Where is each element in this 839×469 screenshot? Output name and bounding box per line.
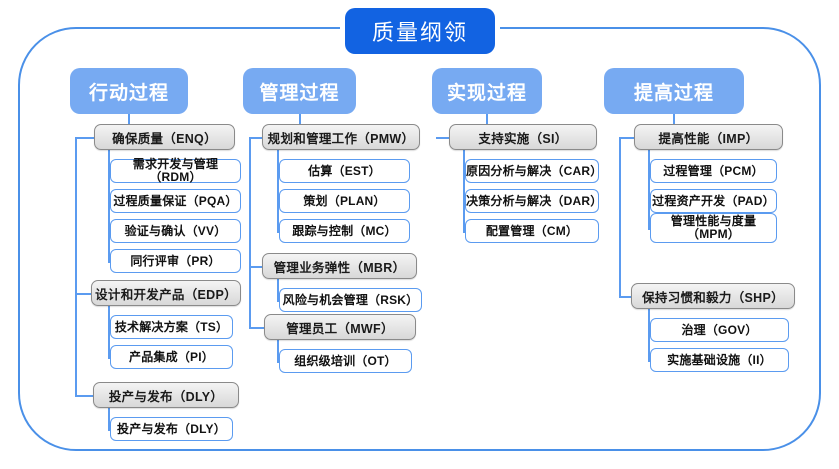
leaf-node-ts[interactable]: 技术解决方案（TS）	[110, 315, 233, 339]
parent-node-enq[interactable]: 确保质量（ENQ）	[94, 124, 235, 150]
parent-node-edp[interactable]: 设计和开发产品（EDP）	[91, 280, 241, 306]
diagram-title: 质量纲领	[345, 8, 495, 54]
category-header-implementation[interactable]: 实现过程	[432, 68, 542, 114]
leaf-node-est[interactable]: 估算（EST）	[279, 159, 410, 183]
leaf-node-ii[interactable]: 实施基础设施（II）	[650, 348, 789, 372]
leaf-node-pcm[interactable]: 过程管理（PCM）	[650, 159, 777, 183]
parent-node-mwf[interactable]: 管理员工（MWF）	[264, 314, 416, 340]
parent-node-imp[interactable]: 提高性能（IMP）	[634, 124, 783, 150]
leaf-node-car[interactable]: 原因分析与解决（CAR）	[465, 159, 602, 183]
trunk-col3	[436, 137, 438, 139]
trunk-col2	[249, 137, 251, 327]
leaf-node-ot[interactable]: 组织级培训（OT）	[279, 349, 412, 373]
subtrunk-mbr	[277, 279, 279, 300]
subtrunk-dly	[108, 408, 110, 429]
subtrunk-edp	[108, 306, 110, 358]
stub-edp	[75, 293, 92, 295]
leaf-node-dar[interactable]: 决策分析与解决（DAR）	[465, 189, 602, 213]
leaf-node-cm[interactable]: 配置管理（CM）	[465, 219, 599, 243]
leaf-node-mpm[interactable]: 管理性能与度量 （MPM）	[650, 213, 777, 243]
category-header-improvement[interactable]: 提高过程	[604, 68, 744, 114]
category-header-action[interactable]: 行动过程	[70, 68, 188, 114]
stub-dly	[75, 395, 94, 397]
leaf-node-rdm[interactable]: 需求开发与管理（RDM）	[110, 158, 241, 183]
leaf-node-pr[interactable]: 同行评审（PR）	[110, 249, 241, 273]
parent-node-dly[interactable]: 投产与发布（DLY）	[93, 382, 239, 408]
subtrunk-imp	[648, 150, 650, 228]
leaf-node-plan[interactable]: 策划（PLAN）	[279, 189, 410, 213]
stub-mbr	[249, 266, 263, 268]
stub-mwf	[249, 327, 265, 329]
leaf-node-pqa[interactable]: 过程质量保证（PQA）	[110, 189, 241, 213]
leaf-node-vv[interactable]: 验证与确认（VV）	[110, 219, 241, 243]
leaf-node-gov[interactable]: 治理（GOV）	[650, 318, 789, 342]
subtrunk-mwf	[277, 340, 279, 361]
leaf-node-rsk[interactable]: 风险与机会管理（RSK）	[279, 288, 422, 312]
leaf-node-mc[interactable]: 跟踪与控制（MC）	[279, 219, 410, 243]
trunk-col4	[619, 137, 621, 297]
category-header-management[interactable]: 管理过程	[243, 68, 356, 114]
parent-node-shp[interactable]: 保持习惯和毅力（SHP）	[631, 283, 795, 309]
stub-enq	[75, 137, 95, 139]
parent-node-mbr[interactable]: 管理业务弹性（MBR）	[262, 253, 417, 279]
leaf-node-pad[interactable]: 过程资产开发（PAD）	[650, 189, 777, 213]
leaf-node-dly-child[interactable]: 投产与发布（DLY）	[110, 417, 233, 441]
subtrunk-shp	[648, 309, 650, 361]
parent-node-si[interactable]: 支持实施（SI）	[449, 124, 597, 150]
subtrunk-enq-ext	[108, 150, 110, 262]
stub-shp	[619, 296, 636, 298]
parent-node-pmw[interactable]: 规划和管理工作（PMW）	[262, 124, 420, 150]
subtrunk-si	[463, 150, 465, 232]
subtrunk-pmw	[277, 150, 279, 232]
leaf-node-pi[interactable]: 产品集成（PI）	[110, 345, 233, 369]
trunk-col1	[75, 137, 77, 395]
